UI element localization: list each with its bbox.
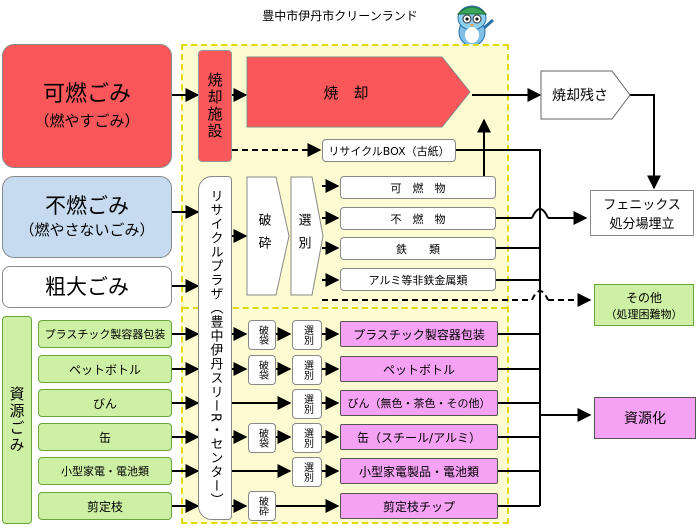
output-iron: 鉄 類	[340, 237, 496, 260]
incineration-process: 焼 却	[246, 56, 472, 128]
resource-item-electronics: 小型家電・電池類	[38, 457, 172, 485]
resource-output-can: 缶（スチール/アルミ）	[340, 424, 498, 450]
resource-output-electronics: 小型家電製品・電池類	[340, 458, 498, 484]
resource-recovery-box: 資源化	[594, 397, 696, 439]
mascot-character-icon	[448, 2, 496, 48]
recycle-plaza-box: リサイクルプラザ（豊中伊丹スリーR・センター）	[198, 176, 232, 520]
recycle-box-paper: リサイクルBOX（古紙）	[322, 139, 456, 162]
output-noncombustible: 不 燃 物	[340, 207, 496, 230]
combustible-title: 可燃ごみ	[42, 82, 131, 107]
output-nonferrous: アルミ等非鉄金属類	[340, 268, 496, 291]
resource-output-bottle: びん（無色・茶色・その他）	[340, 390, 498, 416]
crush-prunings: 破砕	[248, 491, 276, 521]
resource-waste-label-text: 資源ごみ	[7, 386, 26, 454]
sort-electronics: 選別	[292, 457, 322, 487]
bulky-title: 粗大ごみ	[45, 275, 129, 299]
phoenix-line2: 処分場埋立	[609, 217, 675, 232]
diagram-title: 豊中市伊丹市クリーンランド	[262, 8, 418, 23]
incineration-residue: 焼却残さ	[540, 70, 632, 120]
resource-output-prunings: 剪定枝チップ	[340, 493, 498, 519]
incineration-residue-label: 焼却残さ	[552, 88, 608, 104]
incineration-facility-label: 焼却施設	[205, 72, 224, 140]
incineration-facility-box: 焼却施設	[198, 50, 232, 162]
resource-item-plastic: プラスチック製容器包装	[38, 320, 172, 348]
bulky-waste-box: 粗大ごみ	[2, 266, 172, 308]
recycle-plaza-label: リサイクルプラザ（豊中伊丹スリーR・センター）	[207, 188, 223, 508]
sort-step: 選別	[290, 176, 324, 296]
other-line1: その他	[625, 290, 662, 305]
resource-output-pet: ペットボトル	[340, 356, 498, 382]
crush-step-label: 破砕	[255, 213, 271, 259]
sort-can: 選別	[292, 423, 322, 453]
sort-pet: 選別	[292, 355, 322, 385]
crush-step: 破砕	[246, 176, 290, 296]
bag-break-can: 破袋	[248, 423, 276, 453]
bag-break-pet: 破袋	[248, 355, 276, 385]
resource-item-pet: ペットボトル	[38, 355, 172, 383]
bag-break-plastic: 破袋	[248, 320, 276, 350]
sort-plastic: 選別	[292, 320, 322, 350]
other-line2: （処理困難物）	[605, 307, 683, 321]
resource-item-bottle: びん	[38, 389, 172, 417]
resource-output-plastic: プラスチック製容器包装	[340, 321, 498, 347]
resource-waste-label: 資源ごみ	[2, 316, 32, 524]
noncombustible-title: 不燃ごみ	[45, 194, 129, 218]
phoenix-line1: フェニックス	[603, 198, 681, 213]
noncombustible-subtitle: （燃やさないごみ）	[19, 221, 155, 239]
combustible-waste-box: 可燃ごみ （燃やすごみ）	[2, 44, 172, 168]
other-difficult-box: その他 （処理困難物）	[594, 284, 694, 326]
noncombustible-waste-box: 不燃ごみ （燃やさないごみ）	[2, 176, 172, 258]
resource-item-prunings: 剪定枝	[38, 492, 172, 520]
sort-bottle: 選別	[292, 389, 322, 419]
combustible-subtitle: （燃やすごみ）	[34, 112, 140, 130]
phoenix-landfill-box: フェニックス 処分場埋立	[590, 190, 694, 236]
incineration-process-label: 焼 却	[323, 83, 369, 102]
plaza-divider	[183, 307, 507, 309]
sort-step-label: 選別	[295, 213, 311, 259]
resource-item-can: 缶	[38, 423, 172, 451]
output-combustible: 可 燃 物	[340, 176, 496, 199]
